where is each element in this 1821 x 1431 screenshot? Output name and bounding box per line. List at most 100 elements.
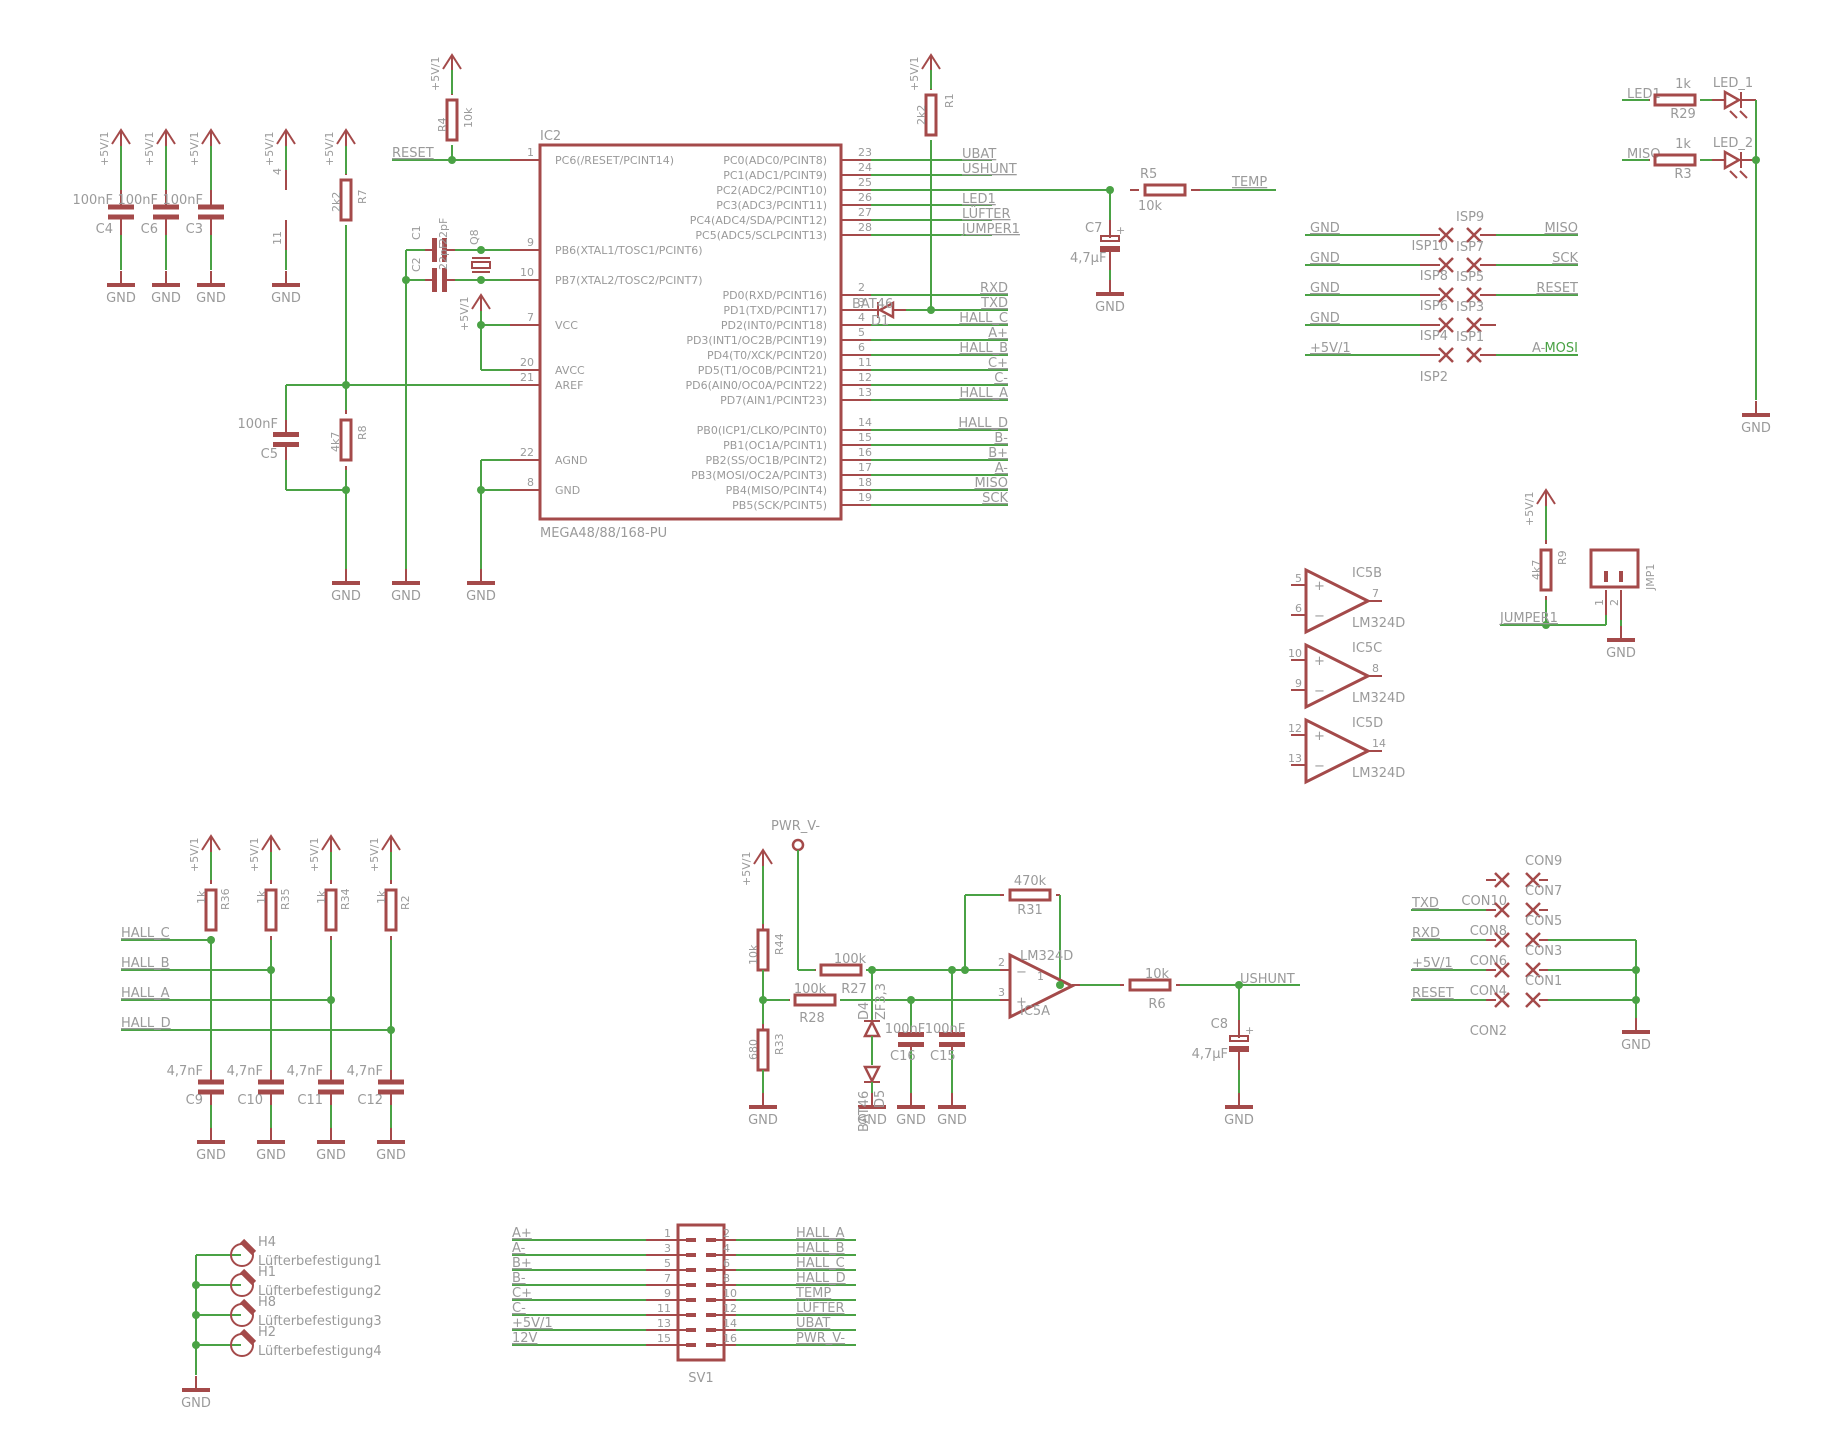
gnd-label: GND	[316, 1148, 346, 1163]
pin-number: 2	[998, 956, 1005, 969]
pin-number: 1	[1037, 970, 1044, 983]
pad-cross-icon	[1494, 872, 1510, 888]
net-label: LED1	[1627, 87, 1661, 102]
pin-label: PD5(T1/OC0B/PCINT21)	[698, 364, 827, 377]
r5-ref: R5	[1140, 167, 1157, 182]
net-label: LÜFTER	[962, 205, 1011, 222]
pin-number: 7	[1372, 587, 1379, 600]
pin-label: PB7(XTAL2/TOSC2/PCINT7)	[555, 274, 703, 287]
net-label: A-	[995, 461, 1009, 476]
pin-number: 8	[527, 476, 534, 489]
capacitor-icon	[258, 1079, 284, 1085]
net-label: HALL_C	[796, 1256, 845, 1271]
pad-ref: CON1	[1525, 974, 1562, 989]
cap-ref: C11	[297, 1093, 323, 1108]
pad-cross-icon	[1438, 317, 1454, 333]
pin-number: 14	[1372, 737, 1386, 750]
r1-value: 2k2	[915, 105, 928, 125]
net-label: HALL_B	[959, 341, 1008, 356]
pin-label: PB4(MISO/PCINT4)	[726, 484, 827, 497]
pad-cross-icon	[1438, 347, 1454, 363]
vcc-supply-symbol: +5V/1	[429, 53, 462, 91]
pin-number: 1	[527, 146, 534, 159]
net-label: LED1	[962, 192, 996, 207]
net-label: HALL_D	[121, 1016, 171, 1031]
vcc-supply-symbol: +5V/1	[143, 128, 176, 166]
cap-value: 100nF	[162, 193, 203, 208]
resistor-icon	[1539, 548, 1553, 592]
net-label-reset: RESET	[392, 146, 434, 161]
net-label: GND	[1310, 251, 1340, 266]
cap-value: 4,7nF	[347, 1064, 383, 1079]
pin-number: 10	[723, 1287, 737, 1300]
hole-value: Lüfterbefestigung3	[258, 1314, 382, 1329]
opamp-value: LM324D	[1352, 766, 1405, 781]
pin-number: 6	[858, 341, 865, 354]
pin-label: VCC	[555, 319, 578, 332]
hole-ref: H8	[258, 1295, 276, 1310]
opamp-ref: IC5C	[1352, 641, 1382, 656]
resistor-icon	[1653, 153, 1697, 167]
opamp-ref: IC5D	[1352, 716, 1383, 731]
sv1-ref: SV1	[688, 1371, 713, 1386]
gnd-label: GND	[391, 589, 421, 604]
diode-value: BAT46	[852, 297, 893, 312]
gnd-symbol: GND	[271, 271, 301, 306]
resistor-icon	[445, 98, 459, 142]
pad-ref: CON8	[1470, 924, 1507, 939]
net-label: HALL_A	[121, 986, 170, 1001]
pin-number: 6	[723, 1257, 730, 1270]
c2-ref: C2	[410, 257, 423, 272]
net-label: A-	[1532, 341, 1546, 356]
pad-ref: CON5	[1525, 914, 1562, 929]
pin-number: 12	[723, 1302, 737, 1315]
gnd-symbol: GND	[181, 1376, 211, 1411]
resistor-icon	[384, 888, 398, 932]
gnd-symbol: GND	[331, 569, 361, 604]
pad-cross-icon	[1466, 257, 1482, 273]
res-value: 1k	[315, 890, 328, 904]
vcc-label: +5V/1	[323, 132, 336, 166]
jumper-pin	[1619, 571, 1623, 582]
plus-sign: +	[1314, 729, 1325, 744]
pin-number: 15	[858, 431, 872, 444]
r7-value: 2k2	[330, 192, 343, 212]
pin-number: 13	[1288, 752, 1302, 765]
vcc-supply-symbol: +5V/1	[308, 834, 341, 872]
connector-pin-icon	[706, 1238, 716, 1242]
pin-number: 3	[998, 986, 1005, 999]
led-icon	[1723, 149, 1742, 171]
junction-dot	[192, 1311, 200, 1319]
pin-number: 27	[858, 206, 872, 219]
plus-sign: +	[1314, 579, 1325, 594]
pin-label: PD7(AIN1/PCINT23)	[720, 394, 827, 407]
pwr-label: PWR_V-	[771, 819, 820, 834]
pad-cross-icon	[1525, 902, 1541, 918]
junction-dot	[267, 966, 275, 974]
q8-ref: Q8	[468, 229, 481, 245]
c8-value: 4,7µF	[1192, 1047, 1228, 1062]
pin-label: PD3(INT1/OC2B/PCINT19)	[686, 334, 827, 347]
pin-label: PD2(INT0/PCINT18)	[721, 319, 827, 332]
connector-pin-icon	[686, 1313, 696, 1317]
r44-value: 10k	[747, 944, 760, 965]
pin-number: 3	[664, 1242, 671, 1255]
opamp-value: LM324D	[1352, 691, 1405, 706]
gnd-symbol: GND	[376, 1128, 406, 1163]
net-label: C-	[512, 1301, 526, 1316]
pad-ref: ISP2	[1420, 370, 1448, 385]
led-icon	[1723, 89, 1742, 111]
junction-dot	[207, 936, 215, 944]
opamp-triangle-icon	[1304, 642, 1372, 710]
cap-value: 100nF	[72, 193, 113, 208]
zener-d4	[862, 1019, 882, 1038]
con-header: CON10TXDCON8RXDCON6+5V/1CON4RESETCON2CON…	[1411, 854, 1651, 1053]
connector-pin-icon	[706, 1298, 716, 1302]
net-label: B+	[512, 1256, 532, 1271]
pin-number: 4	[723, 1242, 730, 1255]
